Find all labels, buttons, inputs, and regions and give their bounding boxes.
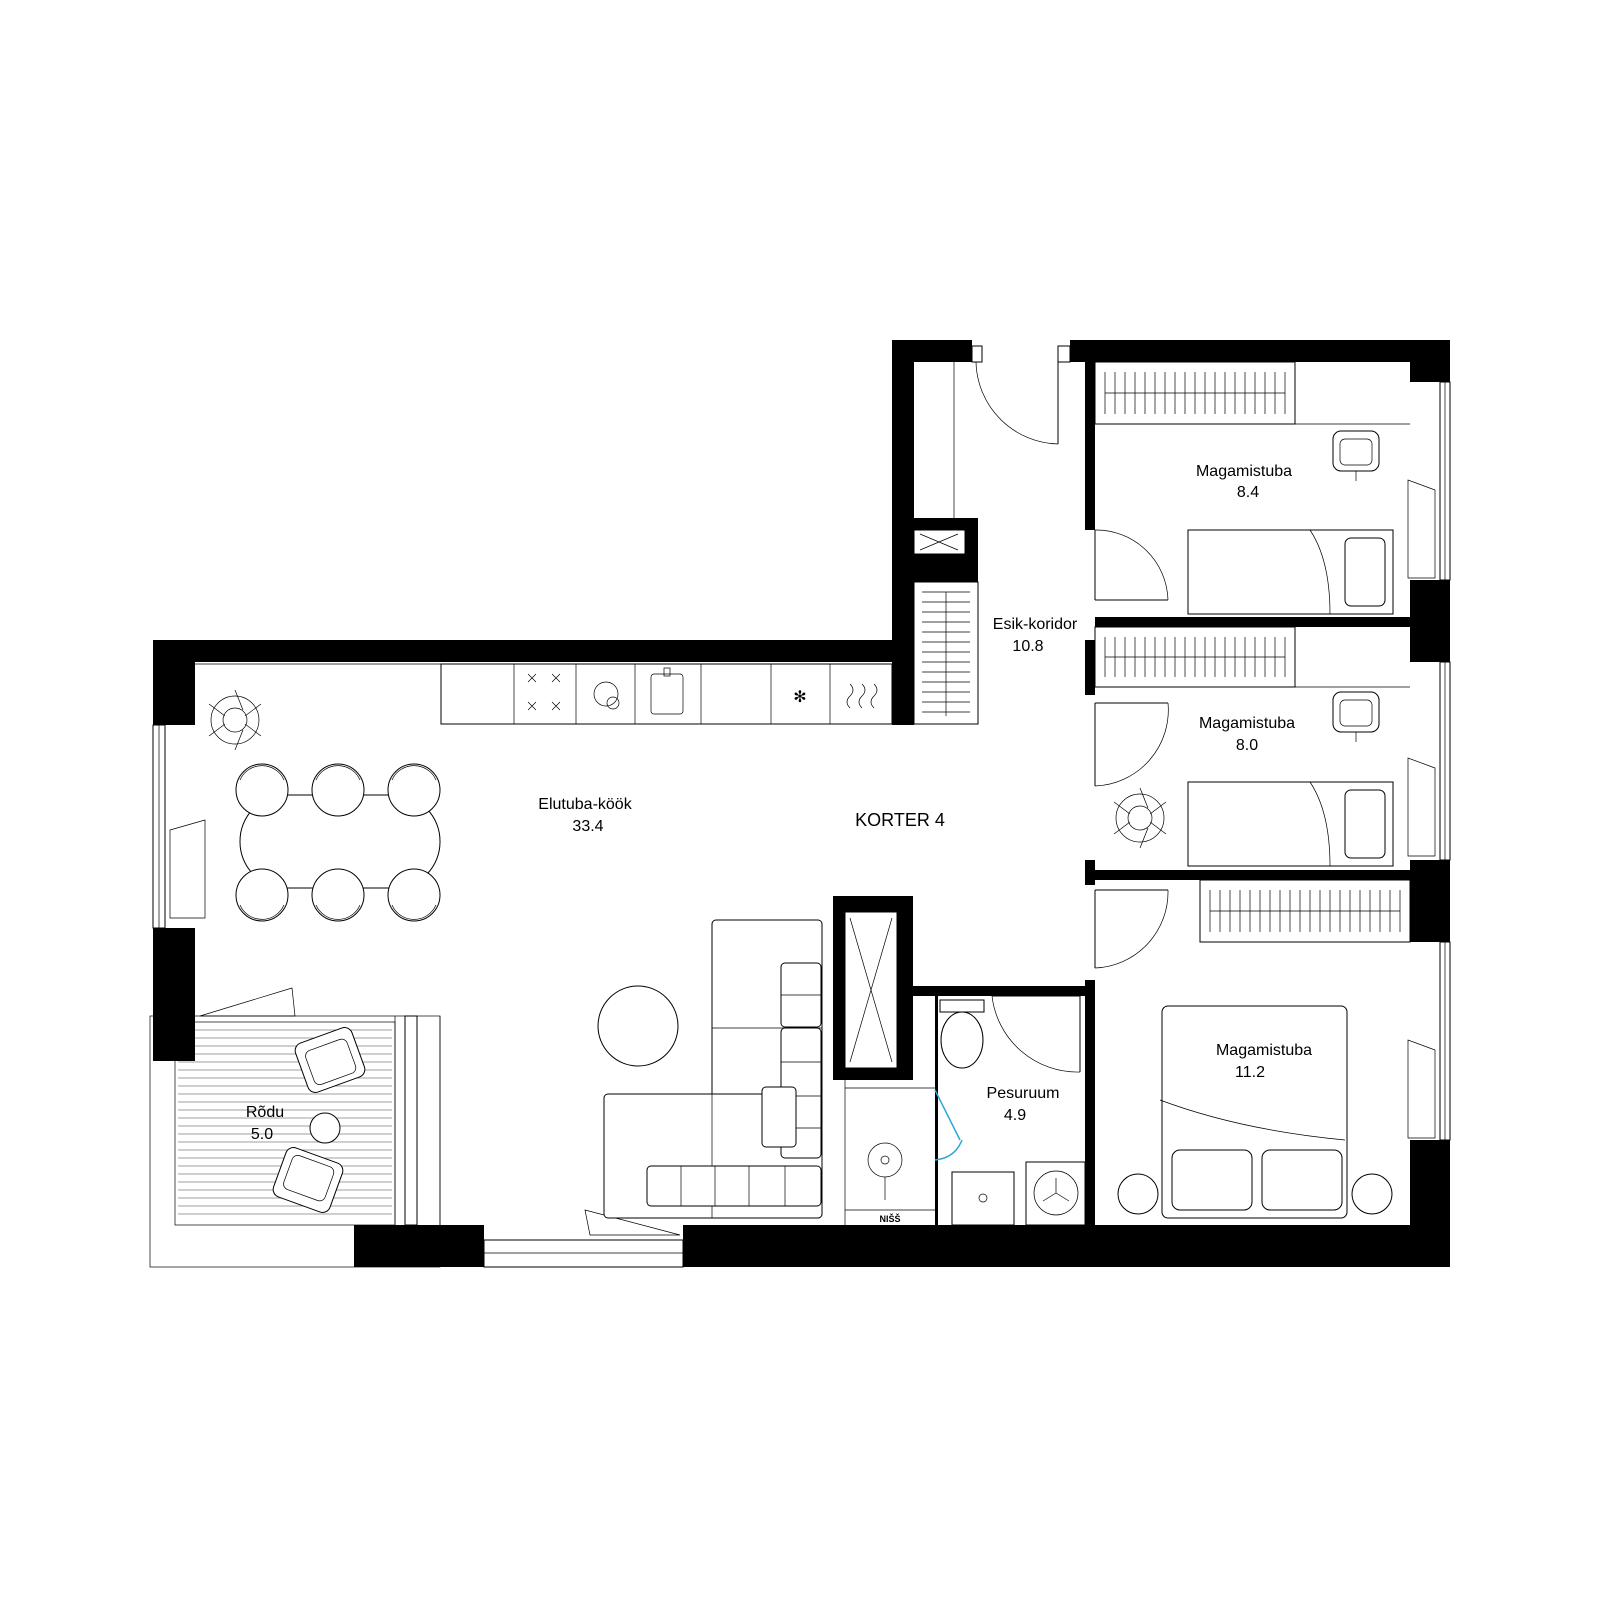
nightstand-icon (1351, 1173, 1393, 1215)
coffee-table-icon (597, 985, 679, 1067)
bathroom (934, 995, 1086, 1226)
armchair-icon (272, 1147, 344, 1213)
room-area-balcony: 5.0 (251, 1126, 273, 1143)
dining-chair-icon (235, 868, 289, 922)
bedroom-1-door[interactable] (1094, 529, 1169, 601)
bathroom-door[interactable] (991, 995, 1081, 1073)
room-name-balcony: Rõdu (246, 1104, 284, 1121)
entrance-door[interactable] (971, 345, 1071, 445)
dining-chair-icon (311, 763, 365, 817)
bedroom-3 (1094, 879, 1411, 1219)
toilet-icon (939, 999, 985, 1069)
room-name-bathroom: Pesuruum (987, 1085, 1060, 1102)
dishwasher-icon (593, 681, 620, 710)
room-area-bedroom-2: 8.0 (1236, 737, 1258, 754)
water-heater-icon (867, 1142, 903, 1178)
sink-icon (650, 667, 684, 715)
room-name-bedroom-3: Magamistuba (1216, 1042, 1312, 1059)
bed-icon (1187, 529, 1394, 615)
plant-icon (1113, 787, 1167, 849)
bedroom-3-door[interactable] (1094, 889, 1169, 969)
room-name-living: Elutuba-köök (538, 796, 632, 813)
wardrobe-icon (913, 581, 979, 725)
room-area-living: 33.4 (572, 818, 603, 835)
windows (152, 381, 1451, 1268)
room-name-bedroom-1: Magamistuba (1196, 463, 1292, 480)
desk-chair-icon (1332, 430, 1380, 481)
niche-door[interactable] (934, 1089, 963, 1161)
niche: NIŠŠ (844, 1080, 935, 1225)
room-area-bedroom-1: 8.4 (1237, 484, 1259, 501)
plant-icon (208, 689, 262, 751)
room-area-bathroom: 4.9 (1004, 1107, 1026, 1124)
dining-chair-icon (235, 763, 289, 817)
cooktop-icon (527, 673, 561, 711)
bedroom-2 (1094, 626, 1410, 867)
room-name-hall: Esik-koridor (993, 616, 1078, 633)
fridge-icon: ✻ (793, 689, 806, 706)
dining-chair-icon (387, 763, 441, 817)
niche-label: NIŠŠ (879, 1213, 900, 1224)
armchair-icon (294, 1027, 366, 1093)
oven-icon (846, 683, 878, 709)
shaft-icon (844, 911, 898, 1069)
bedroom-1 (1094, 361, 1410, 615)
bedroom-2-door[interactable] (1094, 702, 1169, 787)
dining-chair-icon (387, 868, 441, 922)
bed-icon (1187, 781, 1394, 867)
dining-table (235, 763, 441, 922)
kitchen-counter: ✻ (195, 663, 893, 725)
washing-machine-icon (1025, 1161, 1086, 1226)
vanity-icon (951, 1171, 1015, 1226)
shaft-icon (913, 529, 966, 555)
balcony-area (149, 1015, 441, 1268)
side-table-icon (309, 1112, 341, 1144)
double-bed-icon (1159, 1005, 1348, 1219)
dining-chair-icon (311, 868, 365, 922)
apartment-title: KORTER 4 (855, 810, 945, 830)
walls (153, 340, 1450, 1267)
room-name-bedroom-2: Magamistuba (1199, 715, 1295, 732)
desk-chair-icon (1332, 691, 1380, 742)
room-area-bedroom-3: 11.2 (1235, 1064, 1265, 1081)
nightstand-icon (1117, 1173, 1159, 1215)
sofa-icon (603, 919, 823, 1219)
room-area-hall: 10.8 (1012, 638, 1043, 655)
